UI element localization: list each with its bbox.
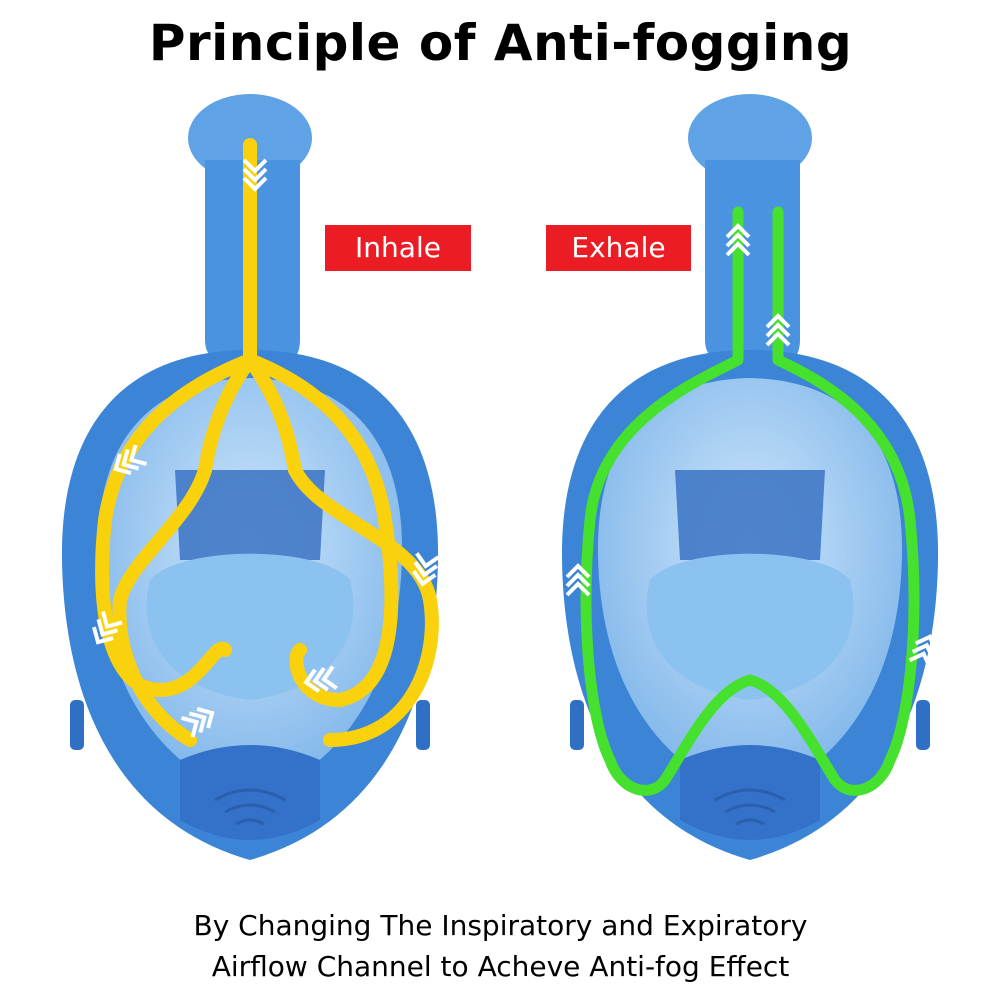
side-clip-right [416,700,430,750]
page-title: Principle of Anti-fogging [148,14,853,72]
side-clip-left [570,700,584,750]
exhale-airflow [580,206,920,796]
head-strap [175,470,325,560]
inhale-airflow [95,138,439,747]
chin-valve [680,745,820,840]
inhale-label: Inhale [325,225,471,271]
caption: By Changing The Inspiratory and Expirato… [0,905,1001,987]
caption-line-1: By Changing The Inspiratory and Expirato… [193,909,808,942]
oral-nasal-pocket [646,553,854,700]
chin-valve [180,745,320,840]
side-clip-left [70,700,84,750]
head-strap [675,470,825,560]
exhale-label: Exhale [546,225,691,271]
exhale-mask [561,94,940,860]
caption-line-2: Airflow Channel to Acheve Anti-fog Effec… [211,950,790,983]
side-clip-right [916,700,930,750]
inhale-mask [61,94,439,860]
